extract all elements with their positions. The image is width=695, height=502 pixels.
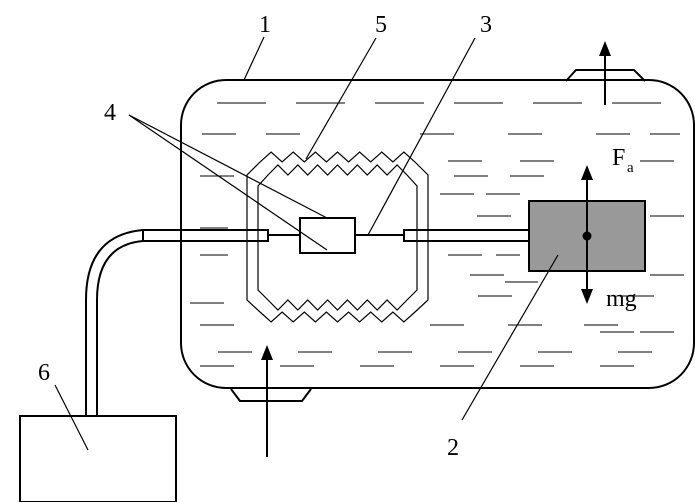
buoyancy-arrow-head bbox=[581, 165, 593, 180]
leader-4b bbox=[128, 114, 328, 251]
label-6: 6 bbox=[38, 360, 50, 386]
hose-outer bbox=[85, 229, 144, 416]
bellows-outer bbox=[246, 151, 429, 323]
leader-3 bbox=[367, 37, 476, 236]
tank-bottom-lug bbox=[230, 388, 312, 402]
hose-inner bbox=[96, 240, 144, 416]
leader-1 bbox=[243, 36, 265, 81]
bellows-inner bbox=[257, 164, 418, 311]
bottom-arrow-head bbox=[261, 345, 273, 360]
label-force-down: mg bbox=[606, 286, 637, 312]
box-6 bbox=[19, 415, 177, 502]
top-arrow-head bbox=[599, 41, 611, 56]
right-rod bbox=[403, 229, 531, 242]
leader-5 bbox=[305, 37, 377, 160]
leader-2 bbox=[461, 254, 559, 421]
sensor-block bbox=[299, 217, 356, 254]
label-force-up-sub: a bbox=[627, 160, 634, 176]
left-rod bbox=[142, 229, 269, 242]
bellows bbox=[246, 151, 429, 323]
label-4: 4 bbox=[104, 100, 116, 126]
label-2: 2 bbox=[447, 435, 459, 461]
leader-4a bbox=[128, 114, 328, 219]
label-3: 3 bbox=[480, 12, 492, 38]
gravity-arrow-head bbox=[581, 289, 593, 304]
leader-6 bbox=[54, 384, 89, 451]
label-force-up: F bbox=[612, 145, 625, 171]
water-dashes bbox=[190, 102, 684, 367]
tank-body bbox=[180, 79, 695, 389]
label-5: 5 bbox=[375, 12, 387, 38]
label-1: 1 bbox=[259, 12, 271, 38]
